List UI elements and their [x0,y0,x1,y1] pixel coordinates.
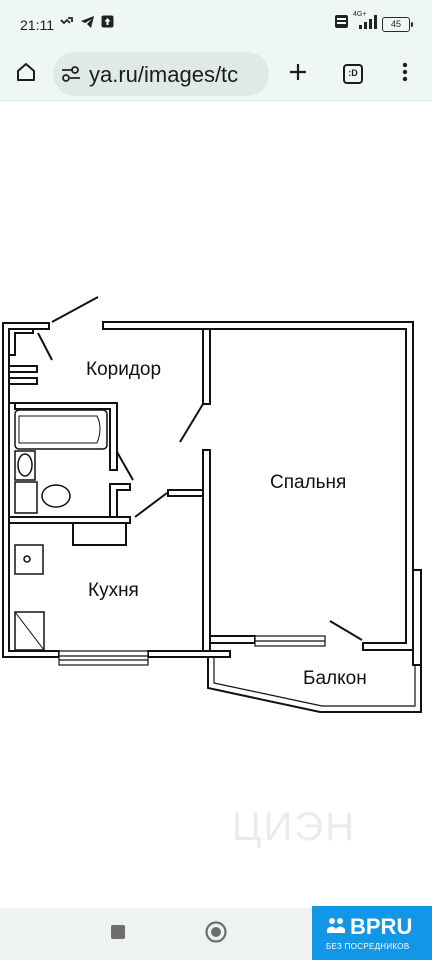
wall-bottom-mid [147,650,231,658]
people-icon [326,916,346,941]
upload-icon [101,15,114,33]
system-home-button[interactable] [201,919,231,949]
room-label-bedroom: Спальня [270,472,346,493]
tab-switcher-button[interactable]: :D [333,54,373,94]
floor-plan-image: Коридор Спальня Кухня Балкон ЦИЭН [2,296,422,849]
status-time: 21:11 [20,17,54,33]
recents-button[interactable] [103,919,133,949]
balcony-door [329,620,363,641]
home-icon [15,61,37,88]
wall-bathroom-top [9,402,118,471]
badge-subtitle: БЕЗ ПОСРЕДНИКОВ [326,942,410,951]
telegram-icon [80,15,95,34]
room-label-corridor: Коридор [86,359,161,380]
kitchen-door [134,492,168,518]
kitchen-window [58,650,149,666]
more-menu-button[interactable] [385,54,425,94]
kitchen-counter [72,522,127,546]
browser-toolbar: ya.ru/images/tc :D [0,48,432,101]
home-button[interactable] [6,54,46,94]
tab-switcher-icon: :D [343,64,363,84]
home-circle-icon [204,920,228,949]
wall-left [2,322,60,658]
wall-bathroom-right [109,483,131,518]
bedroom-door [179,403,204,443]
status-right-group: 4G+ 45 [335,10,413,35]
toilet [41,484,71,508]
bathroom-door [116,451,134,481]
wall-kitchen-corridor [167,489,204,497]
wall-corridor-bedroom-bottom [202,449,211,652]
room-label-balcony: Балкон [303,668,367,689]
status-bar: 21:11 4G+ 45 [0,0,432,48]
missed-call-icon [60,15,74,34]
balcony-outline [207,657,422,713]
url-bar[interactable]: ya.ru/images/tc [53,52,269,96]
bpru-badge: BPRU БЕЗ ПОСРЕДНИКОВ [312,906,432,960]
wall-bathroom-bottom [8,516,131,524]
recents-square-icon [110,924,126,945]
new-tab-button[interactable] [278,54,318,94]
signal-icon: 4G+ [353,10,377,35]
more-vert-icon [402,62,408,87]
entrance-door [51,296,99,323]
page-content: Коридор Спальня Кухня Балкон ЦИЭН [0,101,432,908]
wall-closet-mid [8,365,38,373]
tab-count: :D [348,68,358,78]
url-fade [243,52,269,96]
wall-corridor-bedroom-top [202,328,211,405]
plan-fixtures [14,409,108,651]
plan-windows [58,635,326,666]
battery-icon: 45 [382,16,413,32]
notification-icons [60,15,114,34]
balcony-inner-outline [213,657,416,707]
wall-balcony-right [412,569,422,666]
volte-icon [335,15,348,33]
new-tab-plus-icon [288,62,308,87]
plan-walls [2,321,422,666]
wall-closet-low [8,377,38,385]
plan-doors [37,296,363,641]
wall-bedroom-bottom-left [209,635,256,644]
wall-closet-top [8,328,34,356]
url-text: ya.ru/images/tc [89,62,239,87]
room-label-kitchen: Кухня [88,580,139,601]
site-settings-icon[interactable] [61,65,81,88]
closet-door [37,332,53,361]
network-type: 4G+ [353,10,367,18]
toilet-tank [14,481,38,514]
badge-title: BPRU [350,914,413,939]
watermark: ЦИЭН [232,805,356,849]
